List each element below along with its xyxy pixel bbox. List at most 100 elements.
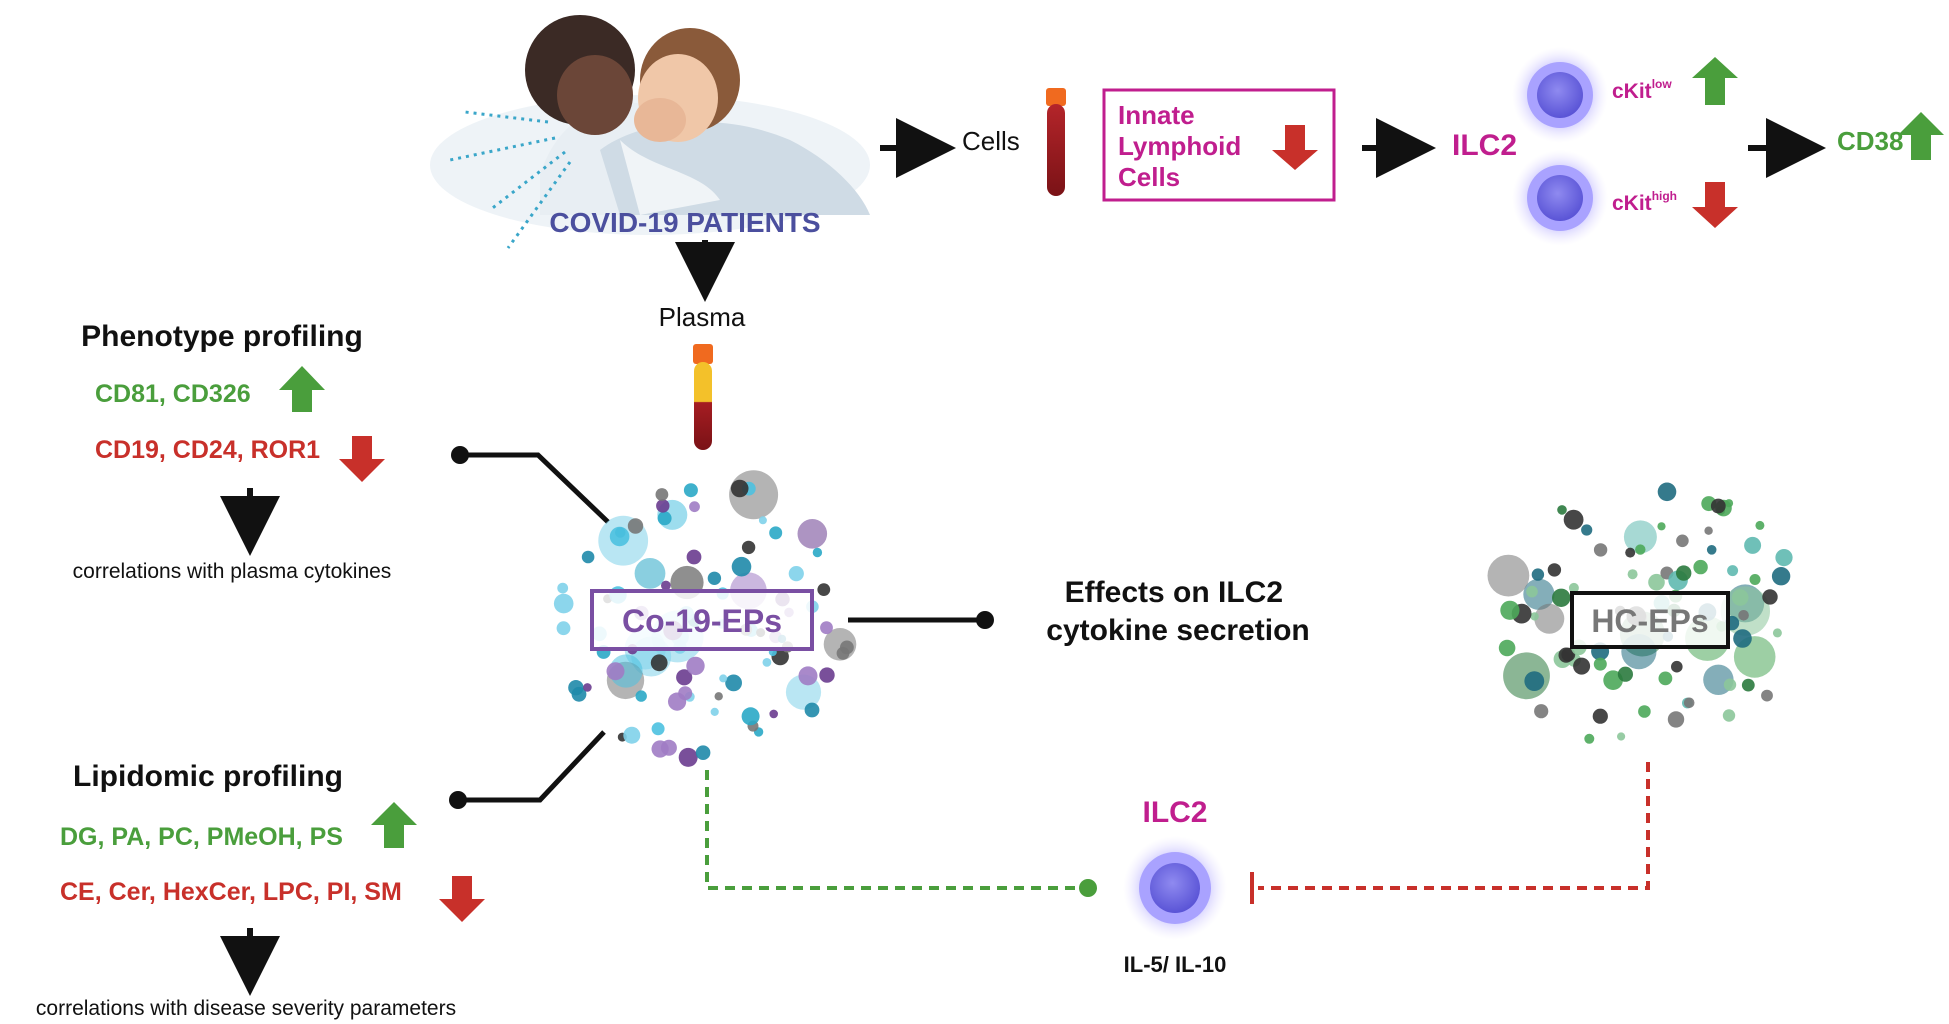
particle-dot xyxy=(1524,671,1545,691)
particle-dot xyxy=(714,692,723,701)
particle-dot xyxy=(581,550,595,564)
ilc2-cell-icon-ckit-high xyxy=(1512,150,1608,246)
particle-dot xyxy=(686,549,702,565)
particle-dot xyxy=(1593,657,1607,671)
connector-dot xyxy=(449,791,467,809)
particle-dot xyxy=(1676,534,1689,548)
particle-dot xyxy=(1676,565,1692,581)
particle-dot xyxy=(1552,588,1571,607)
co19-eps-label: Co-19-EPs xyxy=(622,603,782,639)
particle-dot xyxy=(1775,549,1793,567)
particle-dot xyxy=(1761,689,1773,702)
particle-dot xyxy=(1657,522,1666,531)
particle-dot xyxy=(1683,697,1695,709)
connector-dot xyxy=(451,446,469,464)
particle-dot xyxy=(741,540,756,555)
cough-droplets-icon xyxy=(449,110,572,249)
particle-dot xyxy=(661,580,671,591)
particle-dot xyxy=(1755,520,1765,530)
down-arrow-icon xyxy=(439,876,485,922)
co19-to-ilc2-dashed-line xyxy=(705,770,1088,890)
particle-dot xyxy=(788,566,804,582)
particle-dot xyxy=(1722,709,1736,722)
particle-dot xyxy=(655,488,669,501)
particle-dot xyxy=(623,726,641,744)
particle-dot xyxy=(1500,600,1520,620)
cytokines-label: IL-5/ IL-10 xyxy=(1124,952,1227,977)
ilc2-cell-icon-bottom xyxy=(1123,836,1227,940)
particle-dot xyxy=(1498,639,1516,657)
particle-dot xyxy=(725,674,742,692)
plasma-label: Plasma xyxy=(659,302,746,332)
particle-dot xyxy=(1526,585,1538,598)
cd38-label: CD38 xyxy=(1837,126,1903,156)
particle-dot xyxy=(556,621,571,636)
particle-dot xyxy=(1724,499,1734,508)
particle-dot xyxy=(719,674,728,683)
cells-label: Cells xyxy=(962,126,1020,156)
particle-dot xyxy=(1671,660,1683,673)
particle-dot xyxy=(627,518,644,534)
hc-eps-label: HC-EPs xyxy=(1591,603,1708,639)
particle-dot xyxy=(651,740,669,758)
particle-dot xyxy=(1741,678,1755,692)
particle-dot xyxy=(1744,536,1762,554)
particle-dot xyxy=(1648,573,1665,591)
particle-dot xyxy=(1771,567,1791,586)
particle-dot xyxy=(758,516,767,525)
particle-dot xyxy=(1772,628,1782,638)
particle-dot xyxy=(650,654,668,672)
particle-dot xyxy=(1658,671,1673,686)
effects-label: Effects on ILC2 cytokine secretion xyxy=(1046,576,1309,647)
patients-label: COVID-19 PATIENTS xyxy=(549,207,820,238)
particle-dot xyxy=(840,640,854,655)
particle-dot xyxy=(1638,705,1651,718)
particle-dot xyxy=(1727,565,1739,577)
down-arrow-icon xyxy=(1692,182,1738,228)
ilc2-cell-icon-ckit-low xyxy=(1512,47,1608,143)
particle-dot xyxy=(769,526,783,540)
particle-dot xyxy=(656,499,670,513)
particle-dot xyxy=(1593,543,1608,557)
connector-dot xyxy=(976,611,994,629)
particle-dot xyxy=(1693,559,1708,575)
particle-dot xyxy=(1547,563,1562,577)
particle-dot xyxy=(557,582,569,594)
particle-dot xyxy=(1561,647,1576,662)
particle-dot xyxy=(817,583,831,596)
particle-dot xyxy=(707,571,722,585)
particle-dot xyxy=(657,511,672,526)
particle-dot xyxy=(1592,708,1608,724)
particle-dot xyxy=(678,747,698,767)
hc-to-ilc2-dashed-line xyxy=(1258,762,1650,890)
particle-dot xyxy=(819,667,835,683)
particle-dot xyxy=(609,526,630,547)
plasma-cytokines-note: correlations with plasma cytokines xyxy=(73,560,392,583)
phenotype-up-markers: CD81, CD326 xyxy=(95,380,251,408)
phenotype-title: Phenotype profiling xyxy=(81,320,363,353)
ilc2-label: ILC2 xyxy=(1452,129,1517,162)
particle-dot xyxy=(1568,582,1579,593)
particle-dot xyxy=(695,745,711,760)
particle-dot xyxy=(1557,505,1567,515)
particle-dot xyxy=(1762,589,1778,605)
particle-dot xyxy=(1710,498,1726,514)
ckit-low-label: cKitlow xyxy=(1612,77,1672,103)
particle-dot xyxy=(676,669,693,686)
particle-dot xyxy=(1749,574,1761,585)
particle-dot xyxy=(1704,526,1713,535)
particle-dot xyxy=(710,707,719,717)
particle-dot xyxy=(683,483,698,498)
blood-tube-icon xyxy=(1046,88,1066,196)
particle-dot xyxy=(1625,547,1636,558)
lipidomic-title: Lipidomic profiling xyxy=(73,760,343,793)
up-arrow-icon xyxy=(279,366,325,412)
particle-dot xyxy=(635,690,647,702)
particle-dot xyxy=(678,686,693,701)
up-arrow-icon xyxy=(1898,112,1944,160)
particle-dot xyxy=(1563,509,1584,530)
particle-dot xyxy=(731,556,752,577)
particle-dot xyxy=(812,547,823,558)
particle-dot xyxy=(686,656,705,676)
